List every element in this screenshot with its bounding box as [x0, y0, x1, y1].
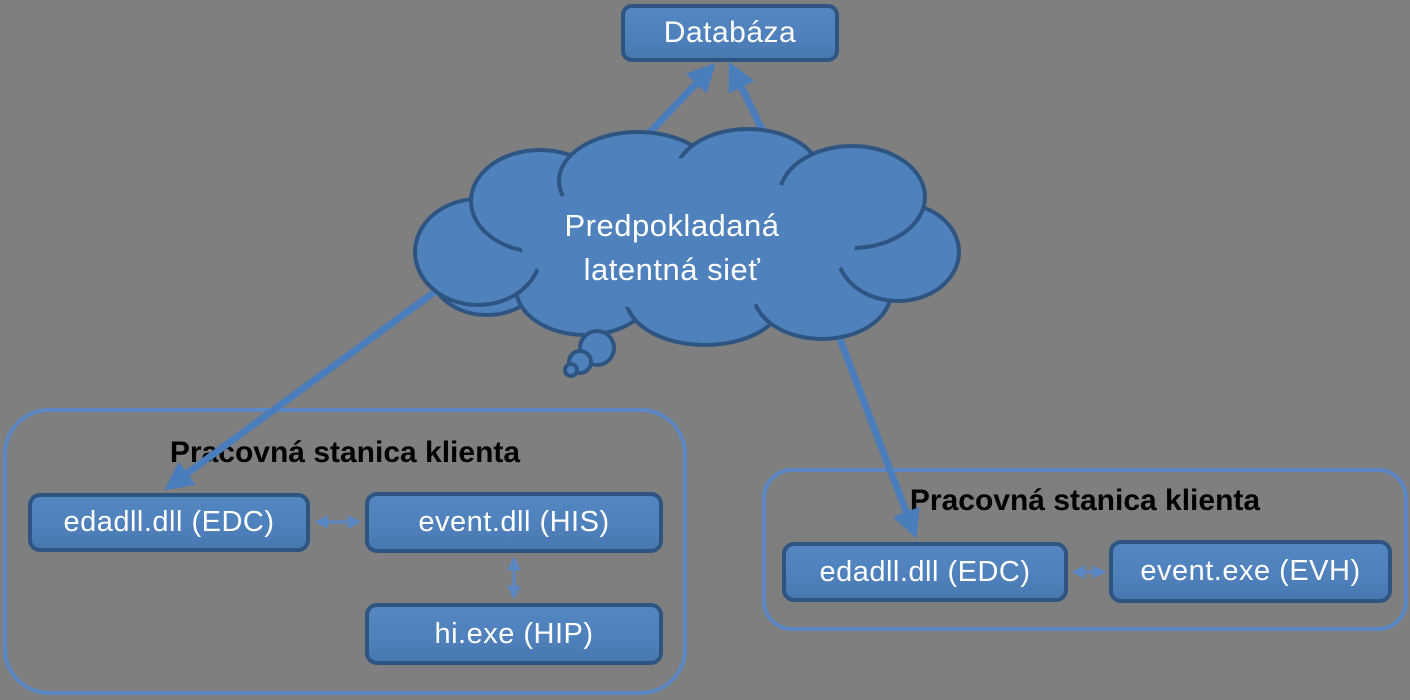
module-box-edadll-right: edadll.dll (EDC): [782, 542, 1068, 602]
module-label: hi.exe (HIP): [434, 617, 594, 650]
module-label: edadll.dll (EDC): [63, 506, 275, 538]
workstation-left-title: Pracovná stanica klienta: [169, 436, 521, 469]
cloud-label-line2: latentná sieť: [583, 252, 761, 287]
database-box: Databáza: [621, 4, 839, 62]
module-label: event.dll (HIS): [418, 506, 610, 538]
database-label: Databáza: [663, 16, 797, 49]
module-box-edadll-left: edadll.dll (EDC): [28, 493, 310, 552]
arrow-cloud-to-database-right: [728, 61, 782, 164]
module-label: event.exe (EVH): [1140, 555, 1361, 587]
module-label: edadll.dll (EDC): [819, 555, 1031, 588]
workstation-right-title: Pracovná stanica klienta: [909, 484, 1261, 517]
arrow-cloud-to-database-left: [597, 62, 716, 188]
cloud-label-line1: Predpokladaná: [564, 208, 780, 243]
module-box-hiexe: hi.exe (HIP): [365, 603, 663, 665]
cloud-tail-bubbles: [563, 329, 616, 378]
workstation-right-container: [762, 468, 1408, 631]
module-box-eventdll: event.dll (HIS): [365, 492, 663, 553]
module-box-eventexe: event.exe (EVH): [1109, 540, 1392, 603]
cloud-label: Predpokladaná latentná sieť: [472, 204, 872, 292]
